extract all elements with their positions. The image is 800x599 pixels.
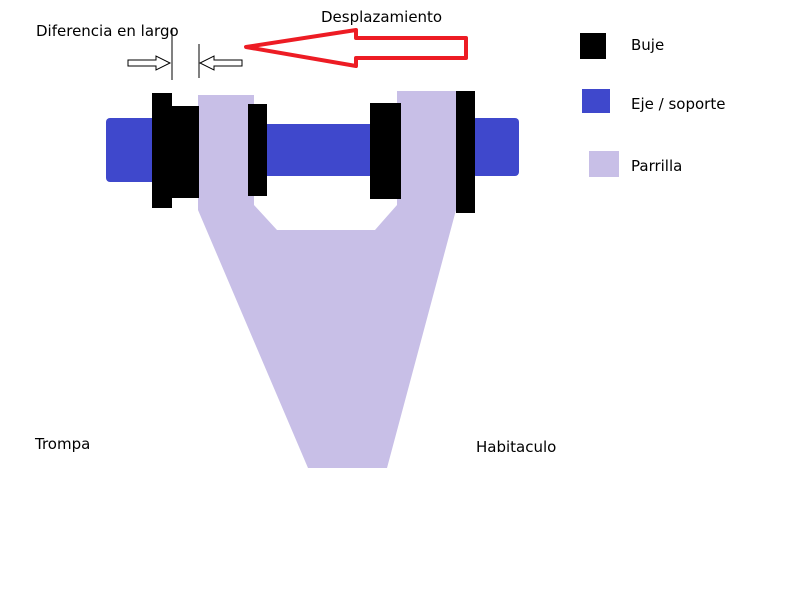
displacement-arrow [244,28,468,68]
legend-label-control-arm: Parrilla [631,157,683,175]
legend-label-axle: Eje / soporte [631,95,726,113]
bushing-center-right [370,103,401,199]
legend-swatch-bushing [580,33,606,59]
axle-center-shaft [262,124,374,176]
bushing-left-inner [172,106,199,198]
bushing-left-outer [152,93,172,208]
bushing-center-left [248,104,267,196]
legend-label-bushing: Buje [631,36,665,54]
front-label: Trompa [35,435,91,453]
legend-swatch-axle [582,89,610,113]
axle-right-end [472,118,519,176]
displacement-label: Desplazamiento [321,8,443,26]
legend-swatch-control-arm [589,151,619,177]
length-difference-label: Diferencia en largo [36,22,179,40]
bushing-right [456,91,475,213]
cabin-label: Habitaculo [476,438,557,456]
length-difference-arrow-right [127,55,172,71]
axle-left-end [106,118,158,182]
control-arm-shape [198,91,456,468]
length-difference-arrow-left [198,55,243,71]
